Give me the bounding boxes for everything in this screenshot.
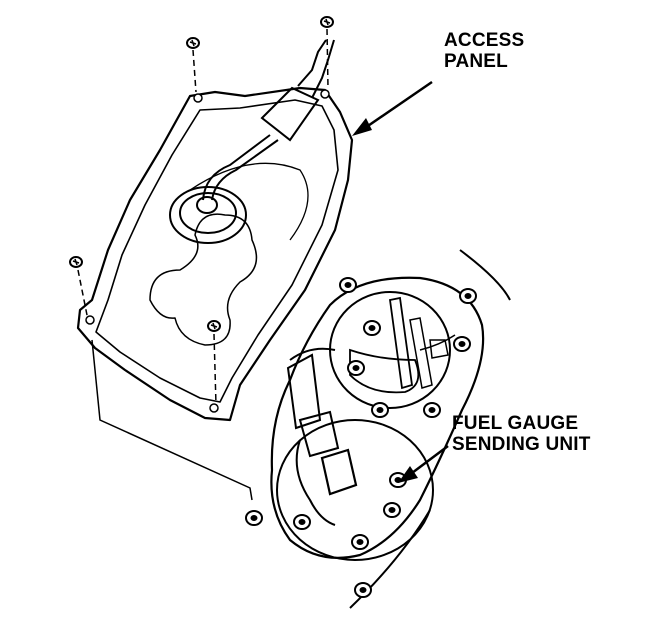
fuel-gauge-label-line1: FUEL GAUGE <box>452 413 579 434</box>
fuel-gauge-label-line2: SENDING UNIT <box>452 434 591 455</box>
screw-top-left <box>186 37 200 93</box>
fuel-gauge-sending-unit-label: FUEL GAUGE SENDING UNIT <box>452 413 591 455</box>
screw-left <box>69 256 89 321</box>
loose-nut-bottom <box>354 582 372 598</box>
sending-unit-connector <box>286 347 358 526</box>
loose-nut-left <box>245 510 263 526</box>
access-panel-arrow <box>352 80 433 136</box>
panel-mounting-holes <box>85 89 330 413</box>
access-panel <box>76 86 354 422</box>
access-panel-grommet <box>169 186 247 244</box>
access-panel-label: ACCESS PANEL <box>444 30 524 72</box>
screw-bottom <box>207 320 221 406</box>
wire-harness <box>202 39 335 201</box>
sending-unit-arrow <box>398 445 449 483</box>
assembly-guide-lines <box>91 339 253 501</box>
access-panel-label-line2: PANEL <box>444 51 508 72</box>
access-panel-label-line1: ACCESS <box>444 30 525 51</box>
